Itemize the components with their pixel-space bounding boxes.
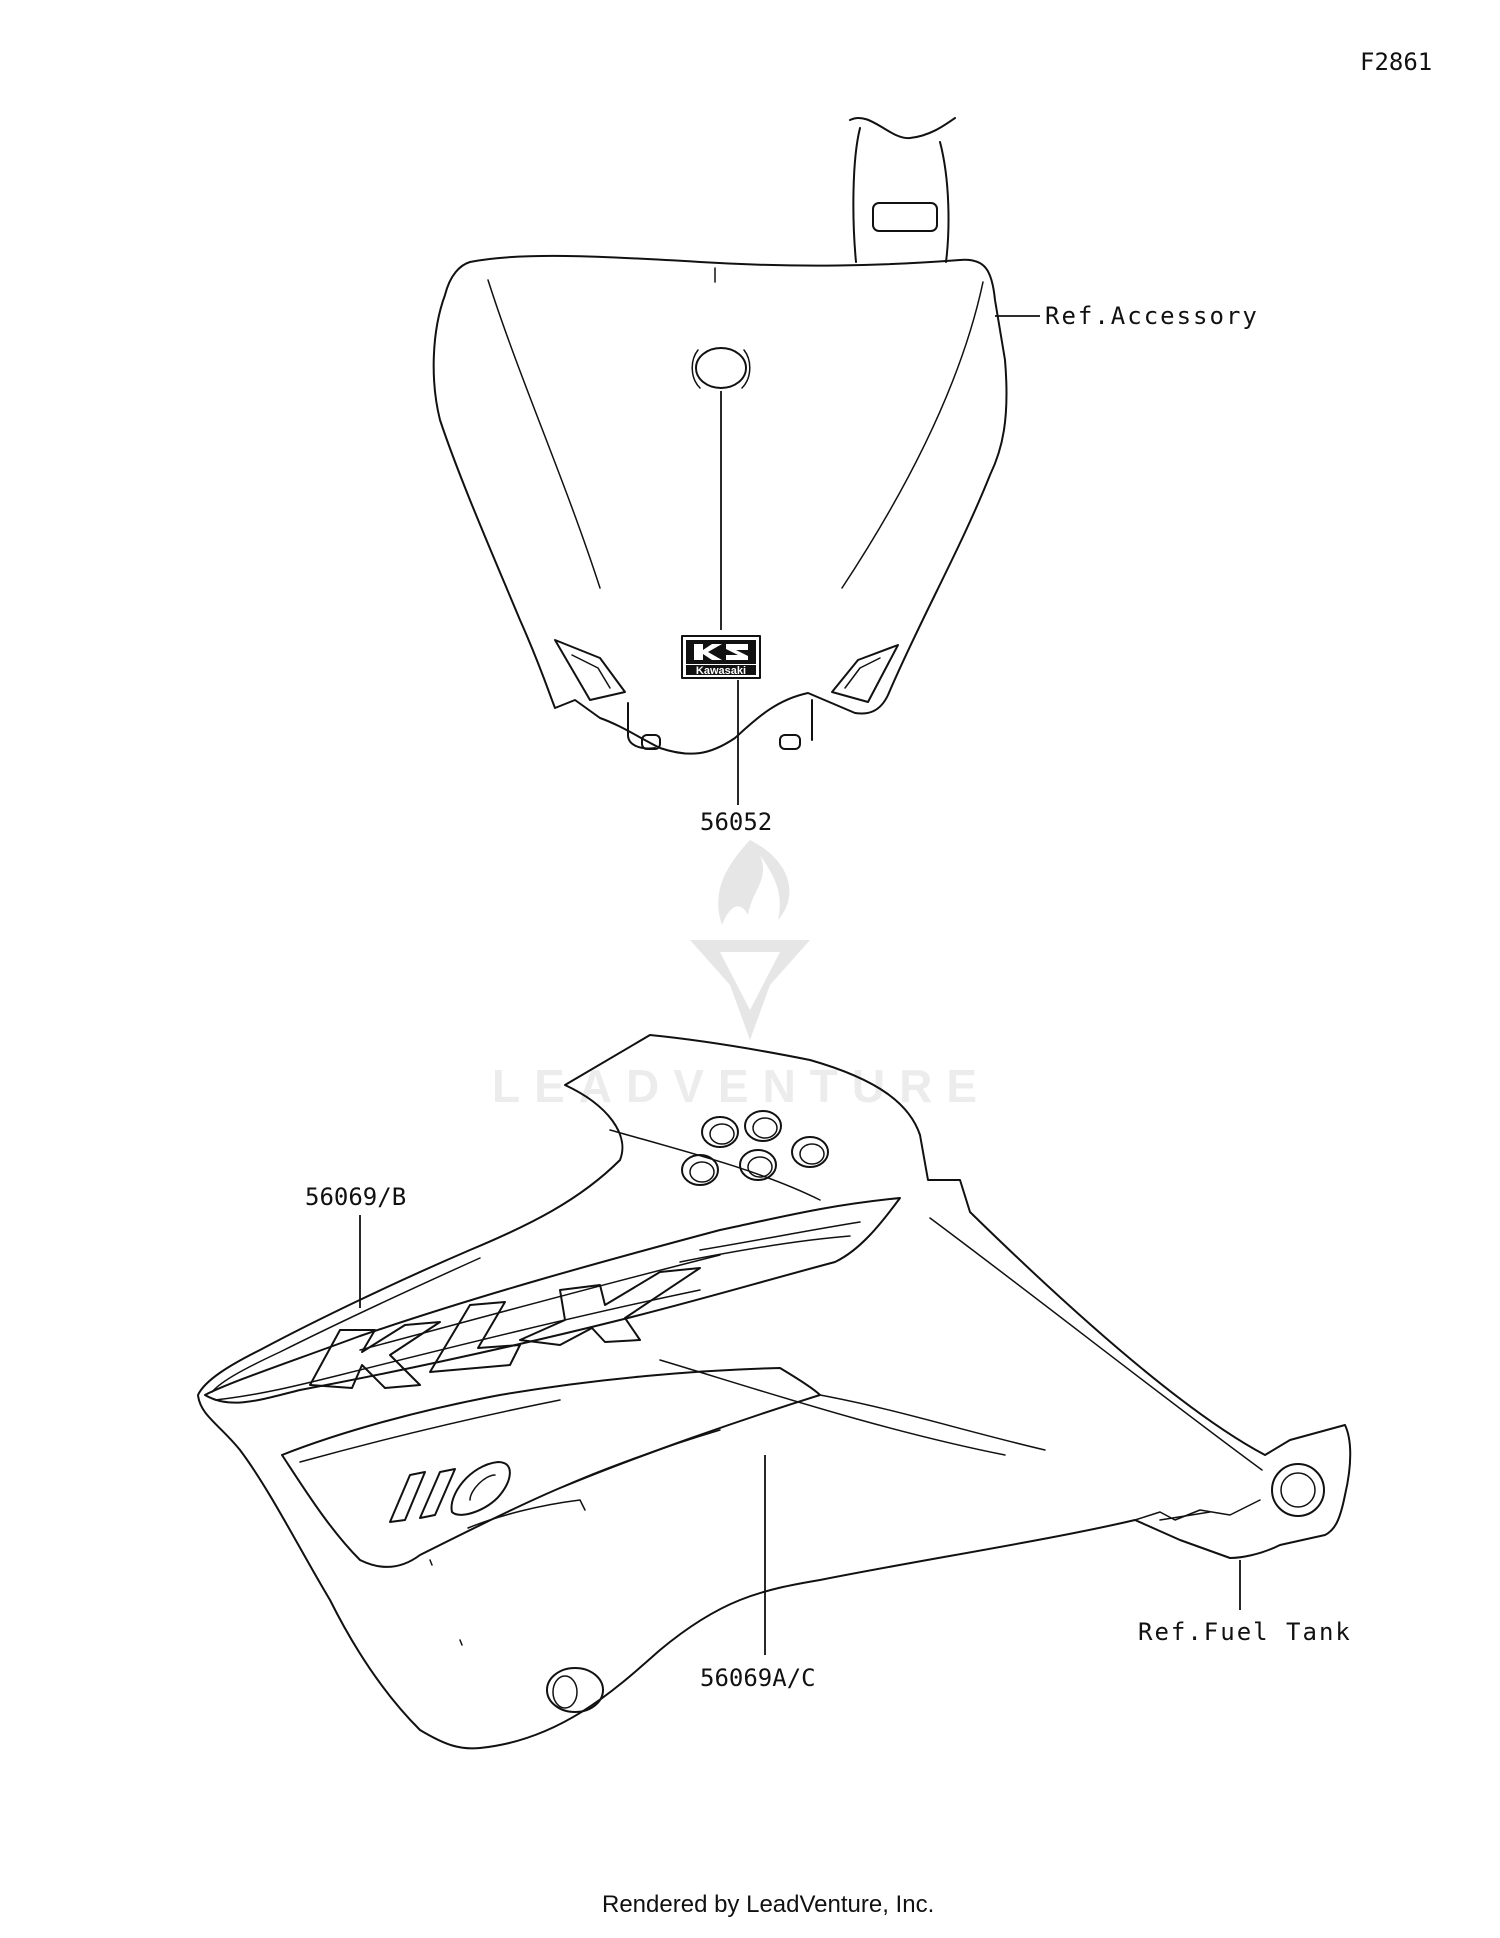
model-110-decal-text: 110 bbox=[380, 1538, 423, 1566]
plate-bottom-tab-left bbox=[641, 734, 661, 750]
lower-mount-hole bbox=[546, 1667, 604, 1713]
klx-decal-text: KLX bbox=[300, 1268, 344, 1296]
figure-code: F2861 bbox=[1360, 48, 1432, 76]
rear-mount-boss bbox=[1134, 1463, 1325, 1521]
model-110-decal: 110 bbox=[281, 1367, 821, 1568]
flame-v-logo-icon bbox=[690, 840, 810, 1040]
callout-56069ac: 56069A/C bbox=[700, 1664, 816, 1692]
callout-ref-fuel-tank: Ref.Fuel Tank bbox=[1138, 1618, 1352, 1646]
footer-credit: Rendered by LeadVenture, Inc. bbox=[602, 1891, 934, 1918]
front-number-plate: Kawasaki bbox=[432, 117, 1008, 755]
mount-slot bbox=[872, 202, 938, 232]
leadventure-watermark: LEADVENTURE bbox=[492, 840, 991, 1112]
callout-ref-accessory: Ref.Accessory bbox=[1045, 302, 1259, 330]
klx-decal: KLX bbox=[204, 1197, 901, 1404]
kawasaki-badge-text: Kawasaki bbox=[696, 665, 746, 677]
watermark-text: LEADVENTURE bbox=[492, 1060, 991, 1112]
plate-bottom-tab-right bbox=[779, 734, 801, 750]
radiator-shroud: KLX 110 bbox=[197, 1034, 1352, 1750]
callout-56069b: 56069/B bbox=[305, 1183, 406, 1211]
plate-mount-hole bbox=[695, 347, 747, 389]
kawasaki-badge: Kawasaki bbox=[681, 635, 761, 679]
callout-56052: 56052 bbox=[700, 808, 772, 836]
shroud-vent-holes bbox=[681, 1110, 829, 1186]
